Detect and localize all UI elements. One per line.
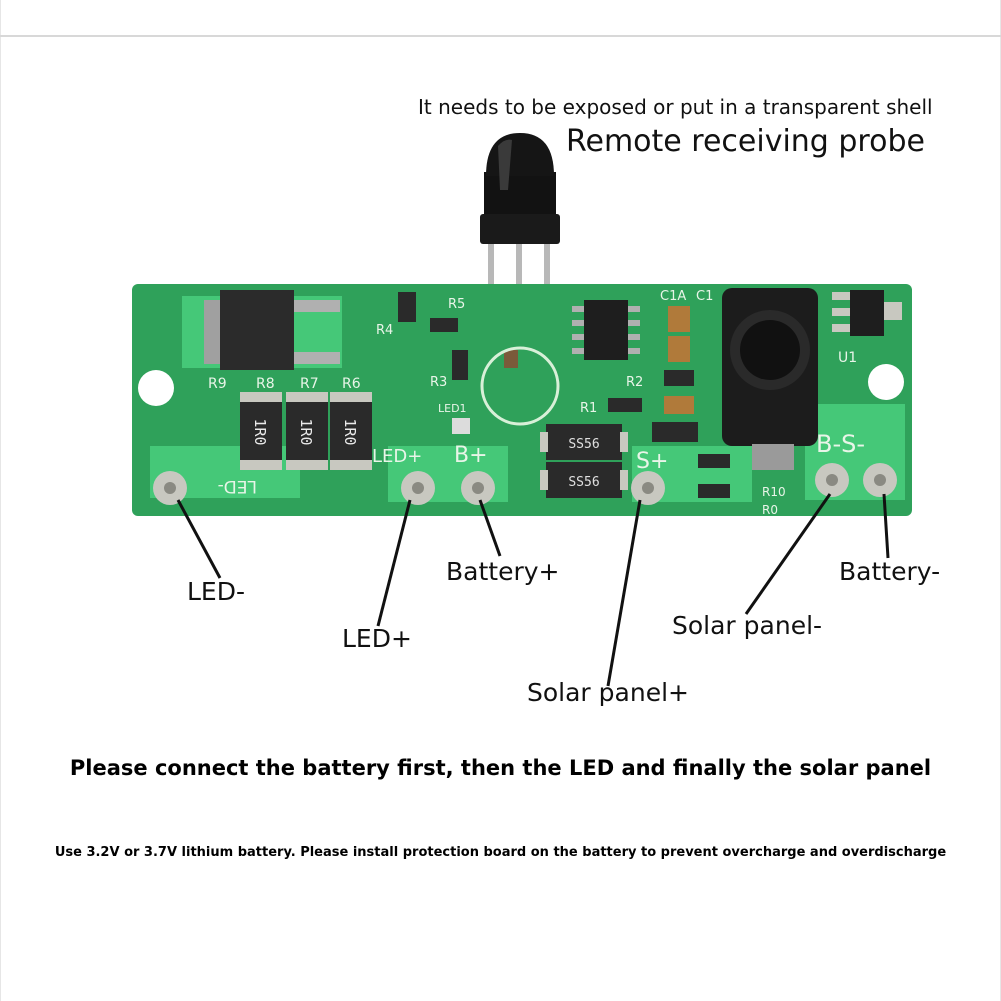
silk-r8: R8 — [256, 376, 275, 392]
svg-text:1R0: 1R0 — [341, 418, 359, 445]
resistor-3: 1R0 — [330, 392, 372, 470]
smd-part — [664, 370, 694, 386]
silk-r1: R1 — [580, 401, 597, 416]
left-border — [0, 0, 1, 1001]
probe-title: Remote receiving probe — [566, 124, 925, 159]
capacitor — [668, 306, 690, 332]
smd-part — [652, 422, 698, 442]
smd-part — [430, 318, 458, 332]
leader-battery-plus — [478, 499, 502, 557]
leader-solar-minus — [744, 493, 832, 615]
silk-r10: R10 — [762, 485, 786, 499]
capacitor — [668, 336, 690, 362]
mount-hole-left — [138, 370, 174, 406]
smd-part — [398, 292, 416, 322]
leader-led-plus — [376, 499, 412, 627]
silk-r5: R5 — [448, 297, 465, 312]
probe-footprint — [480, 346, 560, 426]
diode-ss56-2: SS56 — [540, 462, 628, 498]
mount-hole-right — [868, 364, 904, 400]
smd-part — [698, 454, 730, 468]
smd-part — [504, 350, 518, 368]
resistor-2: 1R0 — [286, 392, 328, 470]
silk-r6: R6 — [342, 376, 361, 392]
silk-b-plus: B+ — [454, 443, 488, 468]
push-switch — [722, 288, 818, 470]
label-battery-minus: Battery- — [839, 557, 941, 586]
silk-r7: R7 — [300, 376, 319, 392]
pcb-board: 1R0 1R0 1R0 — [132, 284, 912, 517]
silk-u1: U1 — [838, 350, 857, 366]
smd-part — [452, 350, 468, 380]
transistor-u1 — [832, 290, 902, 336]
silk-led-plus: LED+ — [372, 446, 422, 467]
svg-text:SS56: SS56 — [568, 475, 599, 490]
capacitor — [664, 396, 694, 414]
diode-ss56-1: SS56 — [540, 424, 628, 460]
label-solar-minus: Solar panel- — [672, 611, 823, 640]
silk-r3: R3 — [430, 375, 447, 390]
label-battery-plus: Battery+ — [446, 557, 560, 586]
silk-b-s-minus: B-S- — [816, 430, 865, 458]
silk-led1: LED1 — [438, 402, 467, 415]
leader-solar-plus — [606, 499, 642, 687]
top-border — [0, 35, 1001, 37]
connection-order-instruction: Please connect the battery first, then t… — [69, 756, 932, 780]
leader-battery-minus — [882, 493, 890, 559]
silk-c1: C1 — [696, 289, 713, 304]
silk-c1a: C1A — [660, 289, 686, 304]
svg-text:1R0: 1R0 — [297, 418, 315, 445]
smd-part — [698, 484, 730, 498]
regulator-chip — [204, 290, 340, 370]
ic-chip — [572, 300, 640, 360]
pads — [153, 463, 897, 505]
silk-s-plus: S+ — [636, 449, 668, 474]
label-led-plus: LED+ — [342, 624, 412, 653]
leader-led-minus — [176, 499, 222, 579]
label-solar-plus: Solar panel+ — [527, 678, 689, 707]
battery-note: Use 3.2V or 3.7V lithium battery. Please… — [54, 845, 947, 860]
svg-text:1R0: 1R0 — [251, 418, 269, 445]
smd-part — [608, 398, 642, 412]
silk-r2: R2 — [626, 375, 643, 390]
silk-r4: R4 — [376, 323, 393, 338]
silk-r9: R9 — [208, 376, 227, 392]
led1-part — [452, 418, 470, 434]
exposure-note: It needs to be exposed or put in a trans… — [418, 95, 933, 119]
resistor-1: 1R0 — [240, 392, 282, 470]
silk-r0: R0 — [762, 503, 778, 517]
label-led-minus: LED- — [187, 577, 245, 606]
svg-text:SS56: SS56 — [568, 437, 599, 452]
leader-lines — [176, 493, 890, 687]
silk-led-minus: LED- — [218, 476, 257, 496]
